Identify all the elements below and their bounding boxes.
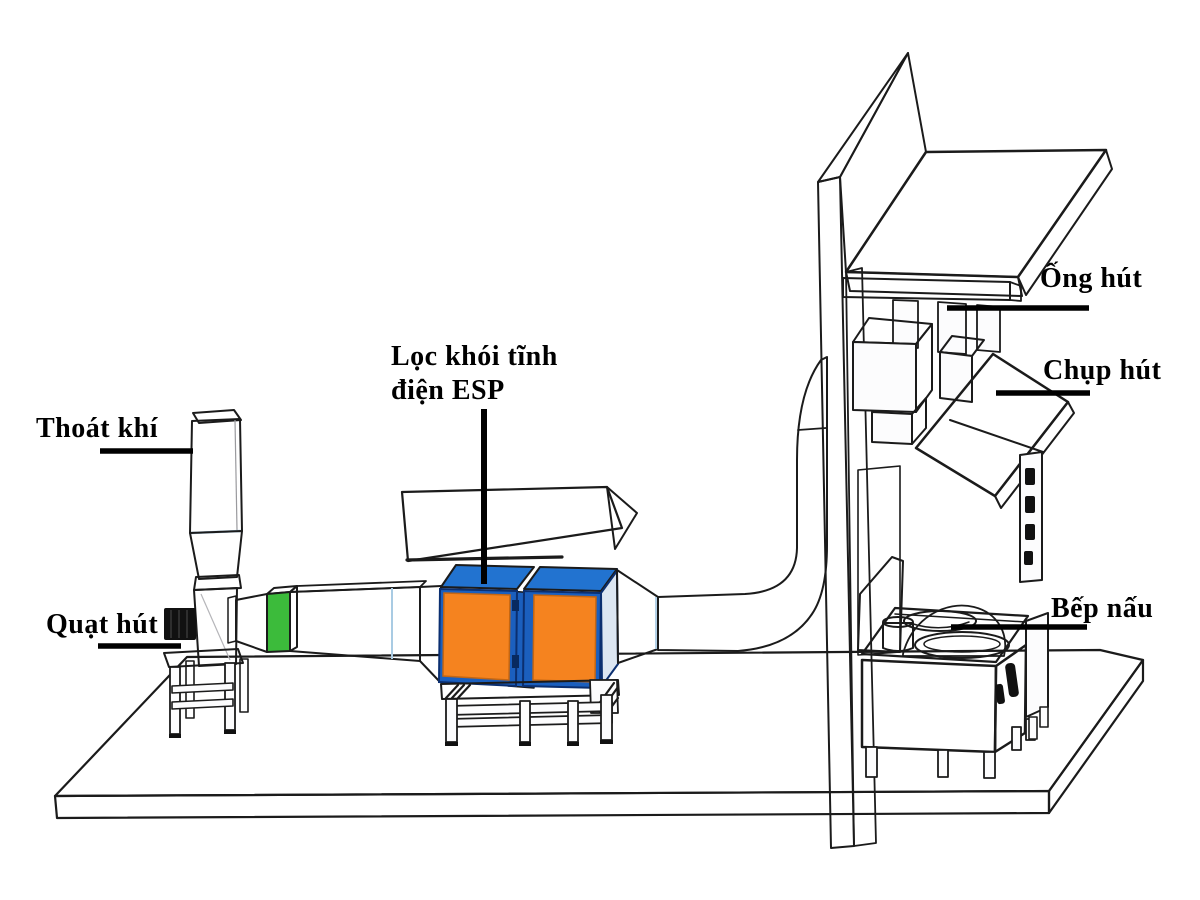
kitchen-hood bbox=[914, 352, 1075, 583]
hood-side-column bbox=[1019, 451, 1043, 583]
esp-filter-units bbox=[437, 564, 620, 690]
stock-pot bbox=[882, 622, 914, 652]
label-fan: Quạt hút bbox=[46, 609, 159, 640]
label-esp-line1: Lọc khói tĩnh bbox=[391, 341, 558, 372]
floor-platform bbox=[53, 648, 1145, 820]
label-esp-line2: điện ESP bbox=[391, 375, 505, 406]
label-hood: Chụp hút bbox=[1043, 355, 1162, 386]
ceiling-canopy bbox=[844, 148, 1113, 297]
wok-pan-back bbox=[903, 610, 977, 632]
riser-duct bbox=[616, 356, 828, 664]
label-exhaust: Thoát khí bbox=[36, 413, 158, 444]
esp-stand bbox=[440, 679, 620, 746]
wok-pan-front bbox=[914, 631, 1010, 659]
rain-roof bbox=[400, 485, 638, 563]
hood-duct-boxes bbox=[842, 277, 1022, 445]
cooking-stove bbox=[857, 465, 1049, 779]
stove-backsplash bbox=[857, 556, 904, 653]
leader-lines bbox=[98, 305, 1090, 649]
exhaust-stack bbox=[189, 409, 243, 591]
label-duct: Ống hút bbox=[1040, 263, 1143, 294]
label-esp: Lọc khói tĩnh điện ESP bbox=[391, 340, 558, 408]
esp-unit-1-top bbox=[440, 564, 535, 590]
connecting-duct bbox=[235, 580, 442, 683]
stove-cabinet-front bbox=[860, 658, 998, 754]
extraction-fan bbox=[164, 587, 238, 667]
fan-stand bbox=[163, 648, 249, 738]
partition-wall bbox=[817, 52, 927, 849]
esp-unit-2-top bbox=[523, 566, 618, 592]
label-stove: Bếp nấu bbox=[1051, 593, 1154, 624]
